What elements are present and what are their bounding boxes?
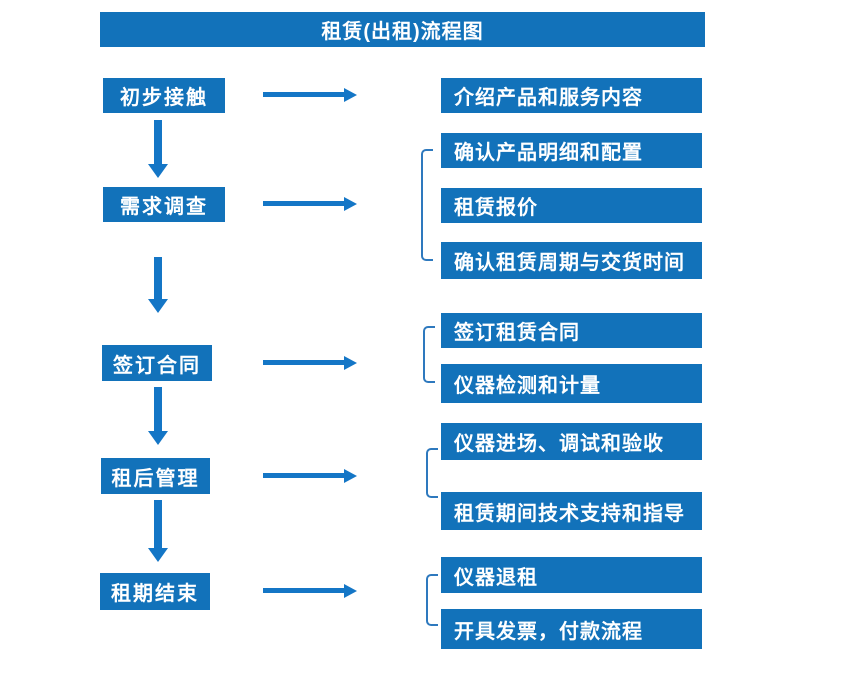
arrow-shaft <box>263 588 346 593</box>
right-arrow-4 <box>263 469 357 483</box>
bracket-step-5 <box>426 574 438 626</box>
down-arrow-1 <box>148 120 168 178</box>
arrow-shaft <box>263 360 346 365</box>
arrow-shaft <box>263 473 346 478</box>
arrow-head <box>344 469 357 483</box>
arrow-head <box>148 431 168 445</box>
arrow-head <box>344 584 357 598</box>
detail-box-5-2: 开具发票，付款流程 <box>441 609 702 649</box>
detail-box-2-2: 租赁报价 <box>441 188 702 223</box>
detail-box-4-2: 租赁期间技术支持和指导 <box>441 492 702 530</box>
arrow-shaft <box>154 387 162 433</box>
flow-step-2: 需求调查 <box>103 187 225 222</box>
detail-box-2-1: 确认产品明细和配置 <box>441 133 702 168</box>
bracket-step-4 <box>426 448 438 498</box>
right-arrow-1 <box>263 88 357 102</box>
right-arrow-2 <box>263 197 357 211</box>
detail-box-3-2: 仪器检测和计量 <box>441 364 702 403</box>
arrow-shaft <box>154 500 162 550</box>
arrow-shaft <box>263 201 346 206</box>
arrow-head <box>148 299 168 313</box>
bracket-step-3 <box>423 326 435 383</box>
flow-step-3: 签订合同 <box>102 345 212 381</box>
flow-step-1: 初步接触 <box>103 78 225 113</box>
right-arrow-3 <box>263 356 357 370</box>
arrow-head <box>344 197 357 211</box>
detail-box-2-3: 确认租赁周期与交货时间 <box>441 242 702 279</box>
bracket-step-2 <box>421 149 433 261</box>
arrow-shaft <box>263 92 346 97</box>
detail-box-1-1: 介绍产品和服务内容 <box>441 78 702 113</box>
down-arrow-2 <box>148 257 168 313</box>
arrow-head <box>344 356 357 370</box>
arrow-head <box>344 88 357 102</box>
down-arrow-4 <box>148 500 168 562</box>
detail-box-4-1: 仪器进场、调试和验收 <box>441 423 702 460</box>
detail-box-3-1: 签订租赁合同 <box>441 313 702 348</box>
arrow-shaft <box>154 257 162 301</box>
flow-step-4: 租后管理 <box>101 458 210 494</box>
right-arrow-5 <box>263 584 357 598</box>
arrow-shaft <box>154 120 162 166</box>
arrow-head <box>148 164 168 178</box>
flow-step-5: 租期结束 <box>100 573 210 610</box>
arrow-head <box>148 548 168 562</box>
down-arrow-3 <box>148 387 168 445</box>
flowchart-title: 租赁(出租)流程图 <box>100 12 705 47</box>
detail-box-5-1: 仪器退租 <box>441 557 702 593</box>
